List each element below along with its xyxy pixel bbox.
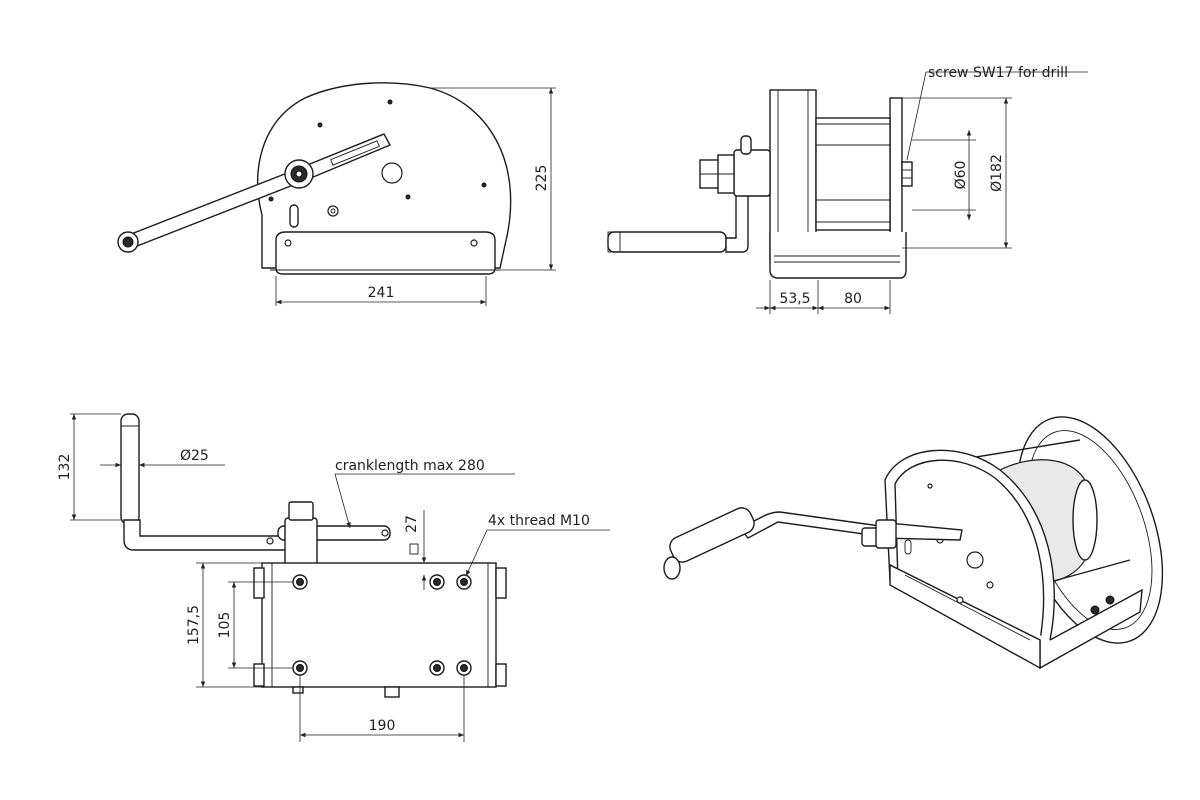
isometric-view <box>663 416 1164 670</box>
top-view: 132 Ø25 cranklength max 280 27 4x thread… <box>57 413 610 742</box>
dim-handle-dia-label: Ø25 <box>180 448 209 464</box>
pawl-icon <box>289 204 299 228</box>
side-view: screw SW17 for drill Ø60 Ø182 53,5 80 <box>607 65 1088 314</box>
note-screw: screw SW17 for drill <box>928 65 1068 81</box>
drum <box>815 117 891 231</box>
nut-top-icon <box>288 501 314 521</box>
mount-hole-icon <box>284 239 292 247</box>
bolt-icon <box>327 205 339 217</box>
tab-right-top <box>495 567 507 599</box>
mount-hole-icon <box>470 239 478 247</box>
dim-drum-label: Ø60 <box>953 161 969 190</box>
base-side <box>769 232 907 279</box>
tab-left-top <box>253 567 265 599</box>
spigot-icon <box>384 686 400 698</box>
dim-depth-label: 157,5 <box>186 605 202 645</box>
crank-handle-iso <box>669 507 755 563</box>
dim-offset-label: 53,5 <box>779 291 810 307</box>
crank-handle-top <box>120 413 140 525</box>
dim-flange-label: Ø182 <box>989 154 1005 192</box>
mount-holes <box>292 574 472 676</box>
dim-base-label: 80 <box>844 291 862 307</box>
dim-height-label: 225 <box>534 165 550 192</box>
screw-sw17-icon <box>901 161 913 187</box>
base-plate-front <box>275 231 496 275</box>
dim-handle-length-label: 132 <box>57 454 73 481</box>
dim-small-label: 27 <box>404 515 420 533</box>
dim-width-label: 241 <box>368 285 395 301</box>
dim-hole-spacing-x-label: 190 <box>369 718 396 734</box>
hub-side <box>733 149 771 197</box>
crank-arm-iso <box>738 511 881 539</box>
note-thread: 4x thread M10 <box>488 513 590 529</box>
shaft-hole-iso-icon <box>966 551 984 569</box>
crank-arm-top <box>123 519 293 551</box>
shaft-hole-icon <box>381 162 403 184</box>
front-view: 241 225 <box>117 82 556 306</box>
crank-handle-side <box>607 231 727 253</box>
note-crank: cranklength max 280 <box>335 458 485 474</box>
dim-hole-spacing-y-label: 105 <box>217 612 233 639</box>
hub-top <box>284 517 318 567</box>
